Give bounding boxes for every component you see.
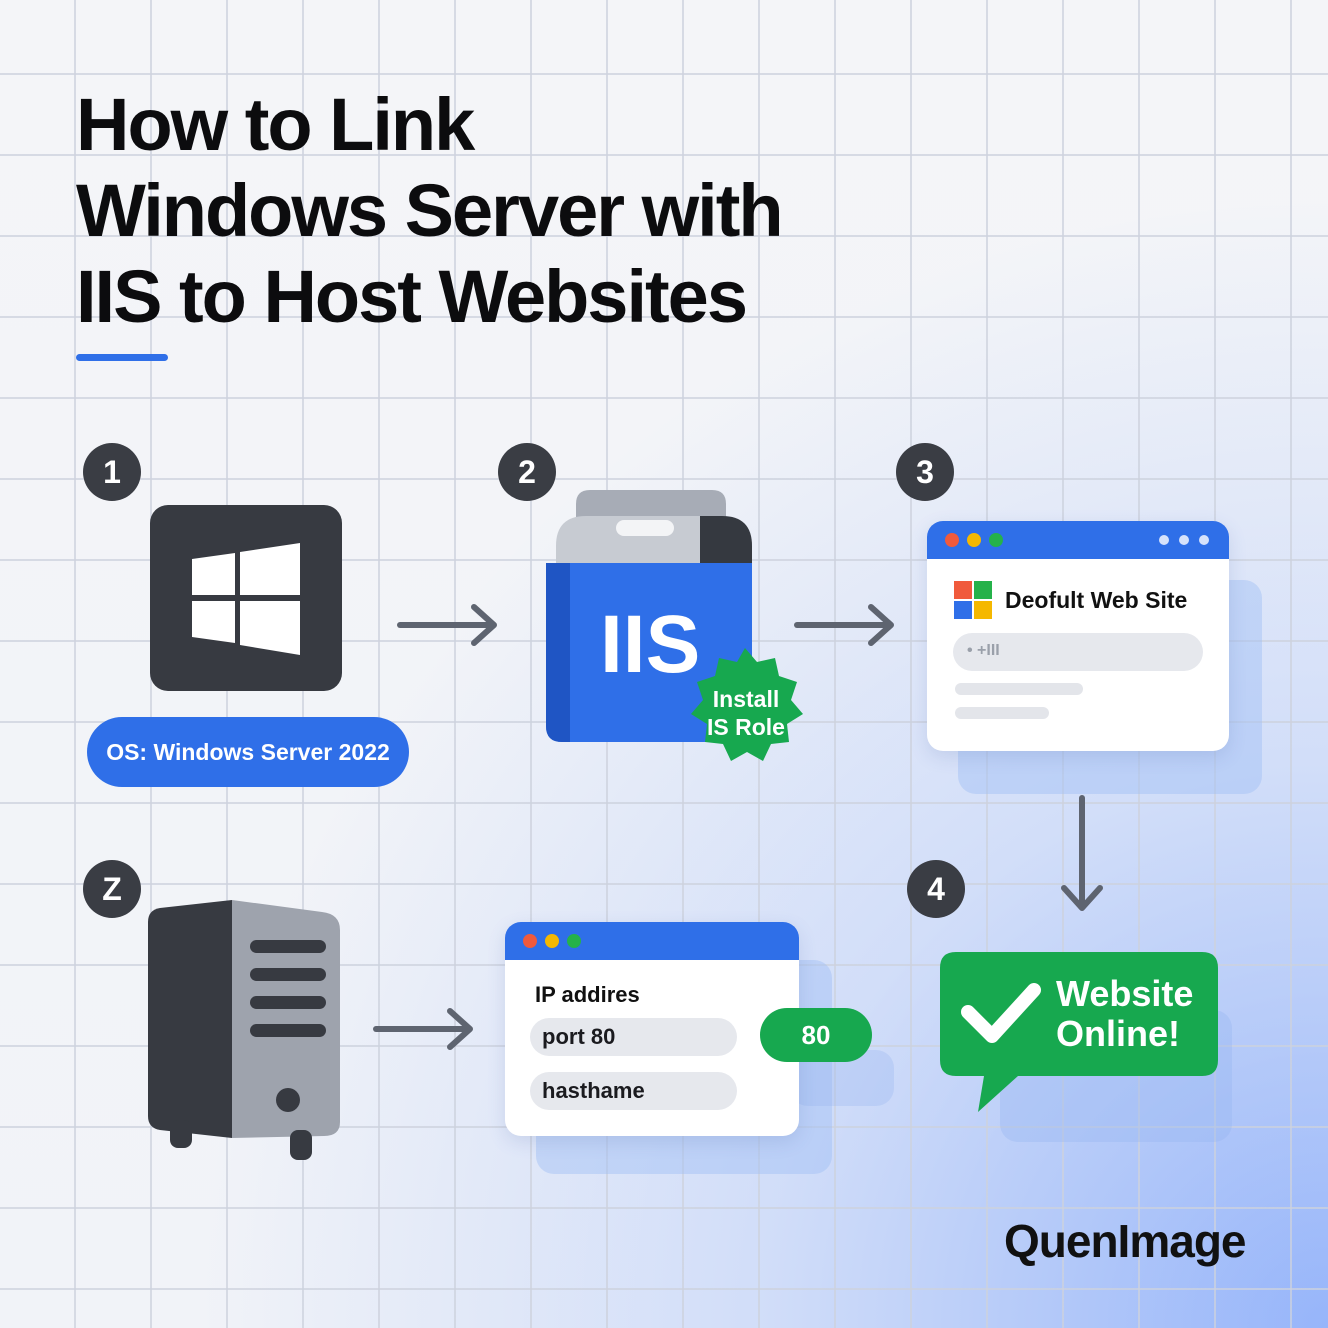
placeholder-line bbox=[955, 683, 1083, 695]
arrow-down-icon bbox=[1061, 795, 1103, 911]
placeholder-line bbox=[955, 707, 1049, 719]
status-line-1: Website bbox=[1056, 973, 1193, 1014]
arrow-right-icon bbox=[397, 604, 497, 646]
default-site-window: Deofult Web Site • +III bbox=[927, 521, 1229, 751]
title-line-2: Windows Server with bbox=[76, 169, 784, 252]
address-text: • +III bbox=[967, 642, 1000, 659]
menu-dot bbox=[1179, 535, 1189, 545]
windows-logo-icon bbox=[192, 543, 300, 655]
step-3-badge: 3 bbox=[896, 443, 954, 501]
windows-color-logo-icon bbox=[954, 581, 992, 619]
checkmark-icon bbox=[961, 983, 1041, 1043]
status-line-2: Online! bbox=[1056, 1013, 1180, 1054]
site-name: Deofult Web Site bbox=[1005, 587, 1188, 613]
step-2-badge: 2 bbox=[498, 443, 556, 501]
port-field[interactable]: port 80 bbox=[530, 1018, 737, 1056]
step-1-badge: 1 bbox=[83, 443, 141, 501]
hostname-field[interactable]: hasthame bbox=[530, 1072, 737, 1110]
menu-dot bbox=[1199, 535, 1209, 545]
window-titlebar bbox=[927, 521, 1229, 559]
windows-tile bbox=[150, 505, 342, 691]
page-title: How to Link Windows Server with IIS to H… bbox=[76, 82, 784, 340]
minimize-dot bbox=[967, 533, 981, 547]
maximize-dot bbox=[989, 533, 1003, 547]
install-badge-line2: IS Role bbox=[707, 714, 785, 740]
address-bar[interactable]: • +III bbox=[953, 633, 1203, 671]
server-tower-icon bbox=[148, 900, 340, 1160]
arrow-right-icon bbox=[794, 604, 894, 646]
minimize-dot bbox=[545, 934, 559, 948]
brand-logo: QuenImage bbox=[1004, 1215, 1247, 1267]
iis-logo-text: IIS bbox=[600, 599, 700, 690]
title-underline bbox=[76, 354, 168, 361]
install-badge-line1: Install bbox=[713, 686, 779, 712]
maximize-dot bbox=[567, 934, 581, 948]
window-titlebar bbox=[505, 922, 799, 960]
title-line-3: IIS to Host Websites bbox=[76, 255, 748, 338]
arrow-right-icon bbox=[373, 1008, 473, 1050]
close-dot bbox=[523, 934, 537, 948]
ip-address-label: IP addires bbox=[535, 982, 640, 1007]
iis-package-icon: IIS Install IS Role bbox=[546, 490, 803, 761]
close-dot bbox=[945, 533, 959, 547]
website-online-bubble: Website Online! bbox=[940, 952, 1218, 1112]
step-4-badge: 4 bbox=[907, 860, 965, 918]
port-pill: 80 bbox=[760, 1008, 872, 1062]
binding-window: IP addires port 80 hasthame bbox=[505, 922, 799, 1136]
title-line-1: How to Link bbox=[76, 83, 475, 166]
menu-dot bbox=[1159, 535, 1169, 545]
os-pill: OS: Windows Server 2022 bbox=[87, 717, 409, 787]
step-z-badge: Z bbox=[83, 860, 141, 918]
